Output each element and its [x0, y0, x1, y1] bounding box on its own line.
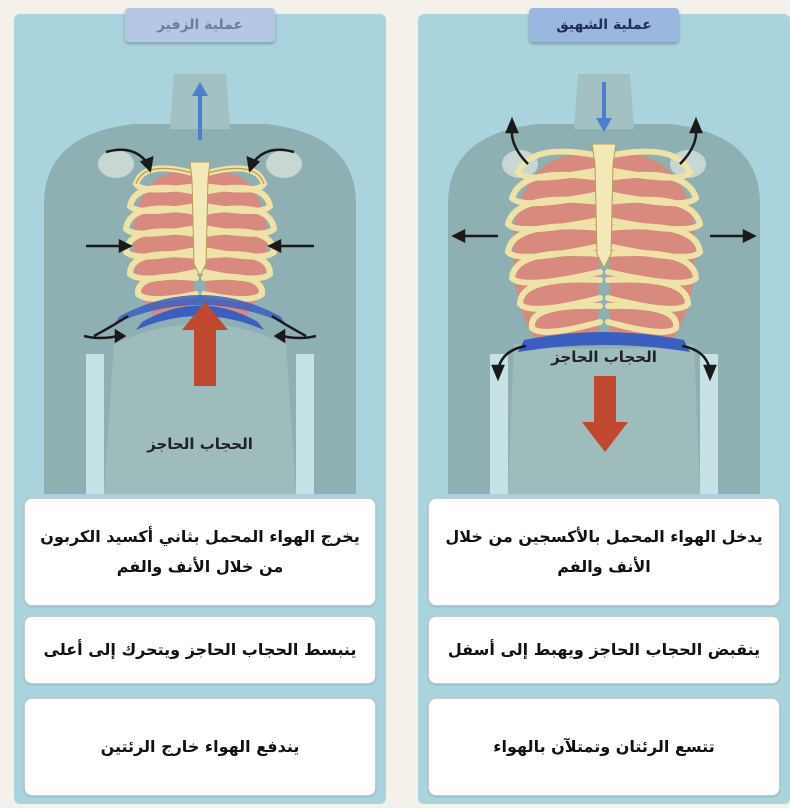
exhalation-torso-diagram: الحجاب الحاجز: [24, 54, 376, 494]
inhalation-torso-diagram: الحجاب الحاجز: [428, 54, 780, 494]
exhale-step-3: يندفع الهواء خارج الرئتين: [24, 698, 376, 796]
inhalation-panel: عملية الشهيق: [418, 14, 790, 804]
diaphragm-label: الحجاب الحاجز: [146, 435, 253, 453]
diaphragm-label: الحجاب الحاجز: [550, 348, 657, 366]
right-shoulder: [266, 150, 302, 178]
exhale-step-2: ينبسط الحجاب الحاجز ويتحرك إلى أعلى: [24, 616, 376, 684]
exhale-step-1: يخرج الهواء المحمل بثاني أكسيد الكربون م…: [24, 498, 376, 606]
inhale-step-3: تتسع الرئتان وتمتلآن بالهواء: [428, 698, 780, 796]
inhale-step-1: يدخل الهواء المحمل بالأكسجين من خلال الأ…: [428, 498, 780, 606]
inhalation-illustration: الحجاب الحاجز: [428, 54, 780, 494]
right-side-band: [296, 354, 314, 494]
exhalation-panel: عملية الزفير: [14, 14, 386, 804]
exhalation-title: عملية الزفير: [125, 8, 275, 42]
inhalation-title: عملية الشهيق: [529, 8, 679, 42]
exhalation-illustration: الحجاب الحاجز: [24, 54, 376, 494]
left-shoulder: [98, 150, 134, 178]
inhale-step-2: ينقبض الحجاب الحاجز ويهبط إلى أسفل: [428, 616, 780, 684]
left-side-band: [86, 354, 104, 494]
